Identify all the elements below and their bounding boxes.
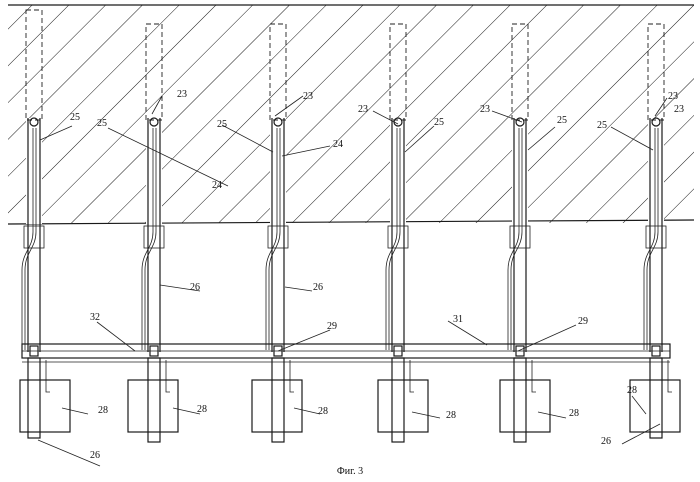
label-25: 25 xyxy=(597,120,607,131)
label-23: 23 xyxy=(177,89,187,100)
sleeve xyxy=(388,226,408,248)
label-23: 23 xyxy=(358,104,368,115)
label-25: 25 xyxy=(97,118,107,129)
leg xyxy=(514,358,526,442)
sleeve xyxy=(510,226,530,248)
hook xyxy=(668,360,672,392)
label-32: 32 xyxy=(90,312,100,323)
label-28: 28 xyxy=(446,410,456,421)
leg xyxy=(148,358,160,442)
label-25: 25 xyxy=(434,117,444,128)
label-26: 26 xyxy=(601,436,611,447)
label-26: 26 xyxy=(190,282,200,293)
base-block xyxy=(500,380,550,432)
label-24: 24 xyxy=(212,180,222,191)
label-25: 25 xyxy=(557,115,567,126)
hook xyxy=(410,360,414,392)
label-26: 26 xyxy=(313,282,323,293)
base-block xyxy=(378,380,428,432)
label-23: 23 xyxy=(668,91,678,102)
label-28: 28 xyxy=(627,385,637,396)
sleeve xyxy=(144,226,164,248)
label-23: 23 xyxy=(674,104,684,115)
leg xyxy=(392,358,404,442)
collector-beam xyxy=(22,344,670,362)
label-25: 25 xyxy=(70,112,80,123)
label-29: 29 xyxy=(327,321,337,332)
base-block xyxy=(128,380,178,432)
base-block xyxy=(252,380,302,432)
sleeve xyxy=(268,226,288,248)
figure-caption: Фиг. 3 xyxy=(337,466,363,477)
sleeve xyxy=(646,226,666,248)
hook xyxy=(166,360,170,392)
leg xyxy=(272,358,284,442)
label-29: 29 xyxy=(578,316,588,327)
label-28: 28 xyxy=(197,404,207,415)
label-26: 26 xyxy=(90,450,100,461)
label-28: 28 xyxy=(569,408,579,419)
hook xyxy=(532,360,536,392)
label-23: 23 xyxy=(480,104,490,115)
hook xyxy=(290,360,294,392)
sleeve xyxy=(24,226,44,248)
leg xyxy=(28,358,40,438)
label-28: 28 xyxy=(98,405,108,416)
label-31: 31 xyxy=(453,314,463,325)
hatched-ground xyxy=(8,5,694,224)
label-28: 28 xyxy=(318,406,328,417)
base-block xyxy=(630,380,680,432)
label-25: 25 xyxy=(217,119,227,130)
label-24: 24 xyxy=(333,139,343,150)
hook xyxy=(46,360,50,392)
label-23: 23 xyxy=(303,91,313,102)
